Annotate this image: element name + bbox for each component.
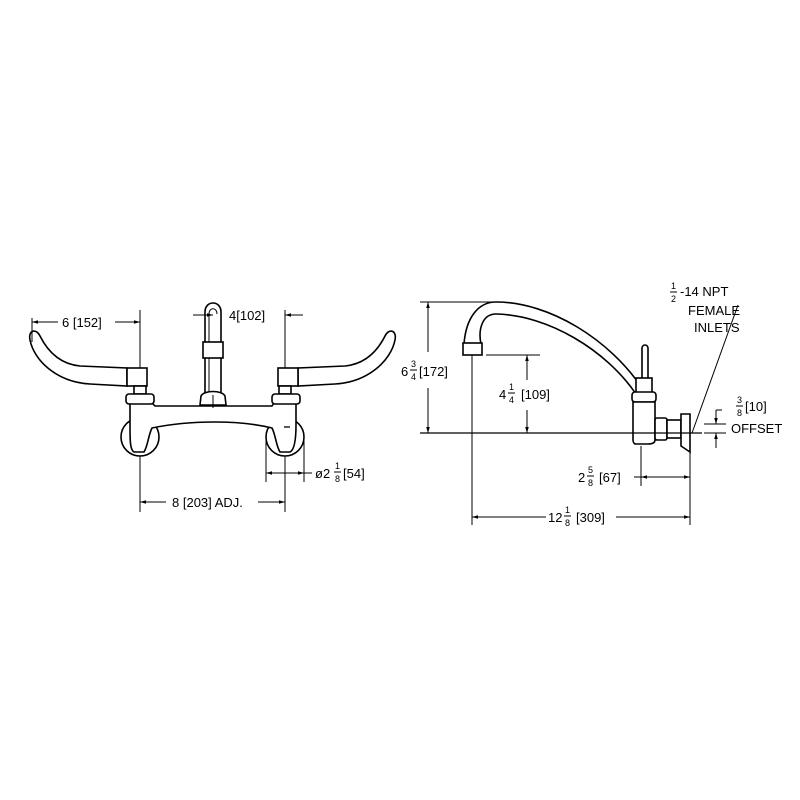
svg-text:[309]: [309] <box>576 510 605 525</box>
right-handle-hub <box>277 367 299 387</box>
handle-length-dim: 6 [152] <box>62 315 102 330</box>
svg-text:3: 3 <box>737 395 742 405</box>
svg-text:8: 8 <box>737 408 742 418</box>
svg-text:INLETS: INLETS <box>694 320 740 335</box>
left-bonnet <box>125 393 155 405</box>
overall-height-dim: 6 3 4 [172] <box>401 359 448 382</box>
right-bonnet <box>271 393 301 405</box>
flange-diameter-dim: ø2 1 8 [54] <box>315 461 365 484</box>
left-handle-hub <box>126 367 148 387</box>
wall-to-valve-dim: 2 5 8 [67] <box>578 465 621 488</box>
centers-dim: 8 [203] ADJ. <box>172 495 243 510</box>
svg-text:5: 5 <box>588 465 593 475</box>
svg-text:6: 6 <box>401 364 408 379</box>
svg-text:1: 1 <box>335 461 340 471</box>
svg-text:8: 8 <box>335 474 340 484</box>
left-wrist-blade-handle <box>28 330 128 387</box>
svg-text:[172]: [172] <box>419 364 448 379</box>
valve-body <box>632 401 656 445</box>
svg-text:4: 4 <box>499 387 506 402</box>
svg-text:1: 1 <box>565 505 570 515</box>
spout-offset-dim: 4[102] <box>229 308 265 323</box>
spout-reach-dim: 12 1 8 [309] <box>548 505 605 528</box>
svg-text:4: 4 <box>509 395 514 405</box>
svg-text:12: 12 <box>548 510 562 525</box>
faucet-body <box>129 402 297 453</box>
svg-text:2: 2 <box>671 294 676 304</box>
svg-text:8: 8 <box>588 478 593 488</box>
right-valve-stem <box>278 385 292 395</box>
side-view: 6 3 4 [172] 4 1 4 [109] 1 2 -14 NPT FEMA… <box>400 281 782 528</box>
svg-text:8: 8 <box>565 518 570 528</box>
spout-outlet <box>462 342 483 356</box>
svg-text:ø2: ø2 <box>315 466 330 481</box>
svg-text:[109]: [109] <box>521 387 550 402</box>
svg-text:-14 NPT: -14 NPT <box>680 284 728 299</box>
svg-text:[10]: [10] <box>745 399 767 414</box>
offset-dim: 3 8 [10] OFFSET <box>731 395 782 436</box>
svg-text:1: 1 <box>671 281 676 291</box>
svg-text:FEMALE: FEMALE <box>688 303 740 318</box>
spout-clearance-dim: 4 1 4 [109] <box>499 382 550 405</box>
leader-line <box>691 304 739 434</box>
svg-text:[67]: [67] <box>599 470 621 485</box>
spout-collar <box>202 341 224 359</box>
swing-spout <box>463 301 644 396</box>
front-view: 6 [152] 4[102] 8 [203] ADJ. ø2 1 8 [54] <box>28 302 397 512</box>
svg-text:OFFSET: OFFSET <box>731 421 782 436</box>
svg-text:3: 3 <box>411 359 416 369</box>
right-wrist-blade-handle <box>297 330 397 387</box>
svg-text:4: 4 <box>411 372 416 382</box>
svg-text:2: 2 <box>578 470 585 485</box>
svg-text:[54]: [54] <box>343 466 365 481</box>
svg-text:1: 1 <box>509 382 514 392</box>
side-valve-handle <box>641 344 649 381</box>
left-valve-stem <box>133 385 147 395</box>
inlet-thread-note: 1 2 -14 NPT FEMALE INLETS <box>670 281 740 335</box>
